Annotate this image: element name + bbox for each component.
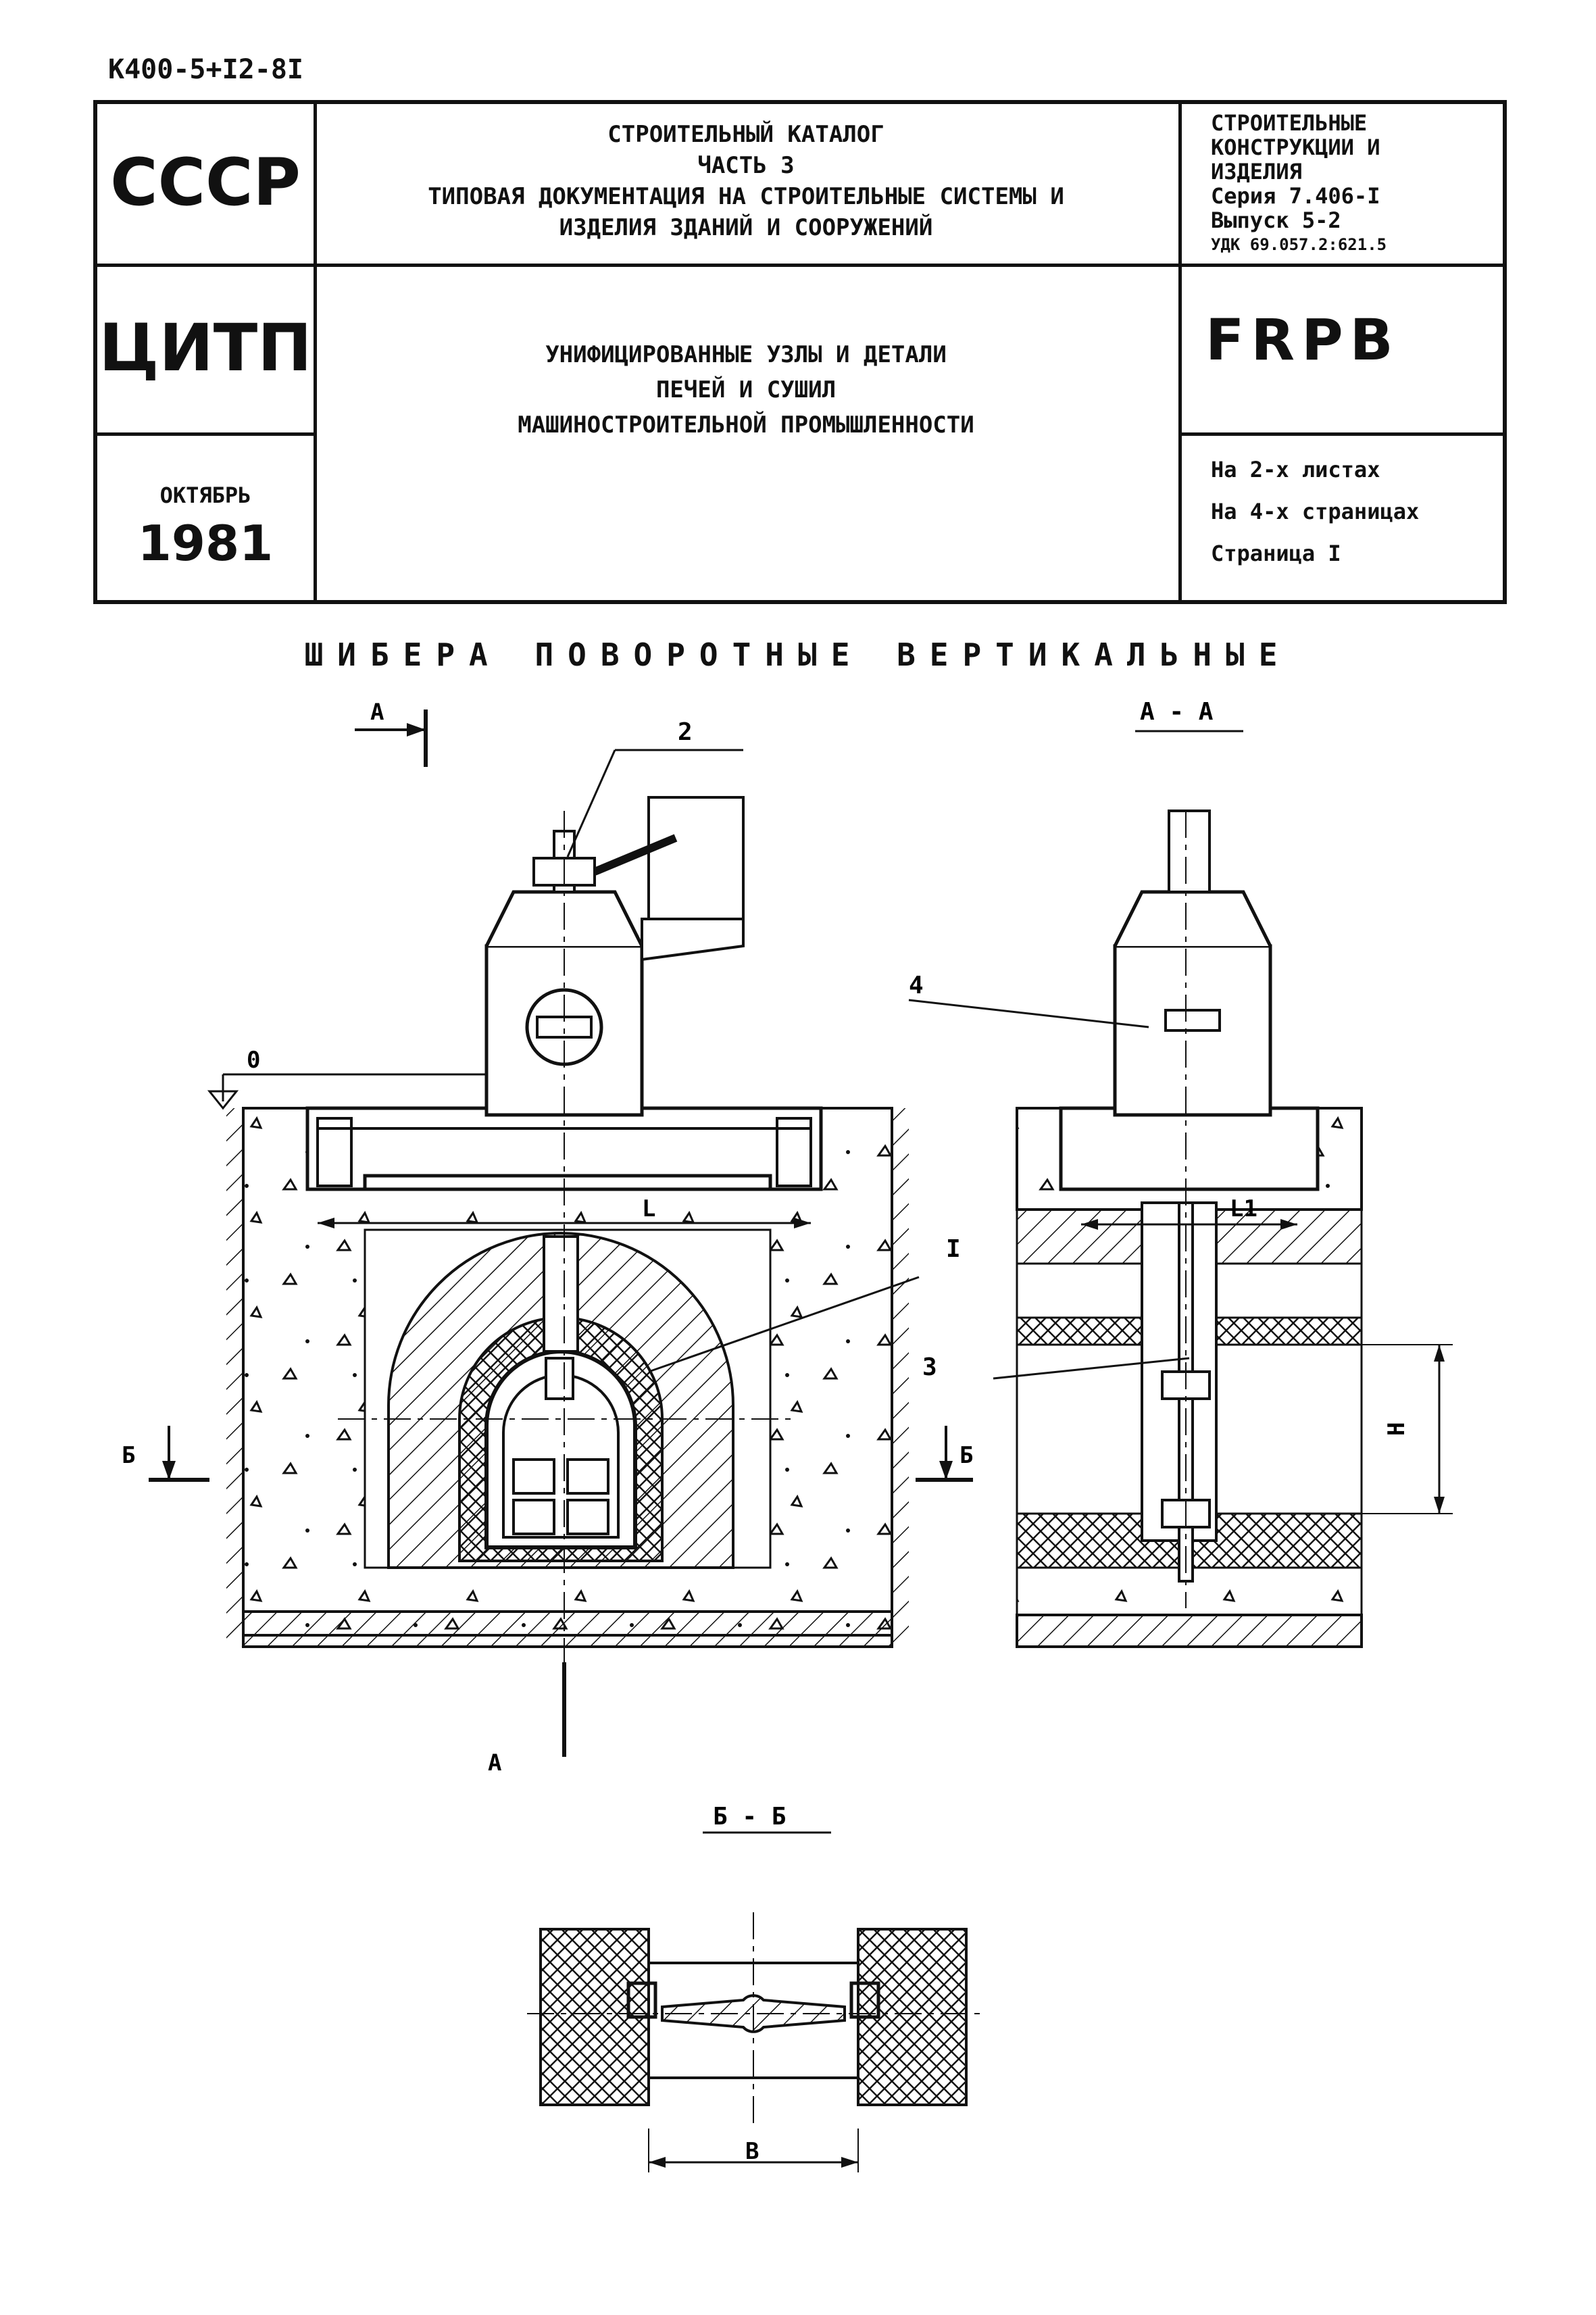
subject-title: УНИФИЦИРОВАННЫЕ УЗЛЫ И ДЕТАЛИ ПЕЧЕЙ И СУ… — [320, 337, 1172, 443]
dim-l1: L1 — [1230, 1195, 1257, 1222]
org-citp: ЦИТП — [99, 310, 312, 386]
header-table: СССР ЦИТП ОКТЯБРЬ 1981 СТРОИТЕЛЬНЫЙ КАТА… — [93, 100, 1507, 604]
document-code: К400-5+I2-8I — [108, 54, 303, 85]
subject-line: ПЕЧЕЙ И СУШИЛ — [655, 376, 837, 403]
ground-floor — [242, 1610, 893, 1648]
label-a-bottom: А — [488, 1749, 501, 1776]
catalog-code: FRPB — [1205, 307, 1400, 373]
series-line: СТРОИТЕЛЬНЫЕ — [1211, 110, 1368, 136]
callout-3: 3 — [922, 1353, 937, 1381]
udk-line: УДК 69.057.2:621.5 — [1211, 235, 1387, 254]
section-aa-label: А - А — [1140, 698, 1214, 726]
catalog-line: ИЗДЕЛИЯ ЗДАНИЙ И СООРУЖЕНИЙ — [559, 214, 933, 241]
soil-right — [892, 1108, 909, 1647]
series-line: Серия 7.406-I — [1211, 183, 1380, 209]
catalog-line: ТИПОВАЯ ДОКУМЕНТАЦИЯ НА СТРОИТЕЛЬНЫЕ СИС… — [428, 183, 1064, 210]
dim-b: В — [745, 2138, 759, 2165]
series-line: ИЗДЕЛИЯ — [1211, 159, 1302, 184]
sheet-line: Страница I — [1211, 541, 1341, 566]
callout-4: 4 — [909, 972, 924, 999]
publish-month: ОКТЯБРЬ — [159, 482, 251, 508]
dim-h: Н — [1383, 1422, 1410, 1436]
series-info: СТРОИТЕЛЬНЫЕ КОНСТРУКЦИИ И ИЗДЕЛИЯ Серия… — [1211, 111, 1387, 257]
subject-line: МАШИНОСТРОИТЕЛЬНОЙ ПРОМЫШЛЕННОСТИ — [518, 412, 974, 439]
divider — [314, 104, 317, 600]
label-b-left: Б — [122, 1442, 135, 1469]
divider — [1178, 104, 1182, 600]
callout-2: 2 — [678, 718, 693, 746]
section-bb-view — [527, 1831, 980, 2172]
org-ussr: СССР — [110, 145, 301, 220]
sheet-info: На 2-х листах На 4-х страницах Страница … — [1211, 449, 1419, 574]
section-bb-label: Б - Б — [713, 1803, 786, 1831]
publish-year: 1981 — [137, 515, 274, 572]
label-b-right: Б — [959, 1442, 973, 1469]
dim-l: L — [642, 1195, 655, 1222]
front-view — [149, 710, 973, 1757]
divider — [1178, 432, 1503, 436]
label-zero: 0 — [247, 1047, 260, 1074]
series-line: Выпуск 5-2 — [1211, 207, 1341, 233]
drawing-title: ШИБЕРА ПОВОРОТНЫЕ ВЕРТИКАЛЬНЫЕ — [304, 637, 1292, 673]
divider — [97, 264, 1503, 267]
sheet-line: На 4-х страницах — [1211, 499, 1420, 524]
label-a-top: А — [370, 699, 384, 726]
catalog-line: СТРОИТЕЛЬНЫЙ КАТАЛОГ — [607, 121, 884, 148]
callout-1: I — [946, 1235, 961, 1263]
catalog-title: СТРОИТЕЛЬНЫЙ КАТАЛОГ ЧАСТЬ 3 ТИПОВАЯ ДОК… — [320, 119, 1172, 243]
shaft — [543, 1235, 579, 1353]
divider — [97, 432, 314, 436]
sheet-line: На 2-х листах — [1211, 457, 1380, 482]
catalog-line: ЧАСТЬ 3 — [697, 152, 795, 179]
section-aa-view — [908, 730, 1453, 1648]
series-line: КОНСТРУКЦИИ И — [1211, 134, 1380, 160]
soil-left — [226, 1108, 243, 1647]
subject-line: УНИФИЦИРОВАННЫЕ УЗЛЫ И ДЕТАЛИ — [545, 341, 947, 368]
